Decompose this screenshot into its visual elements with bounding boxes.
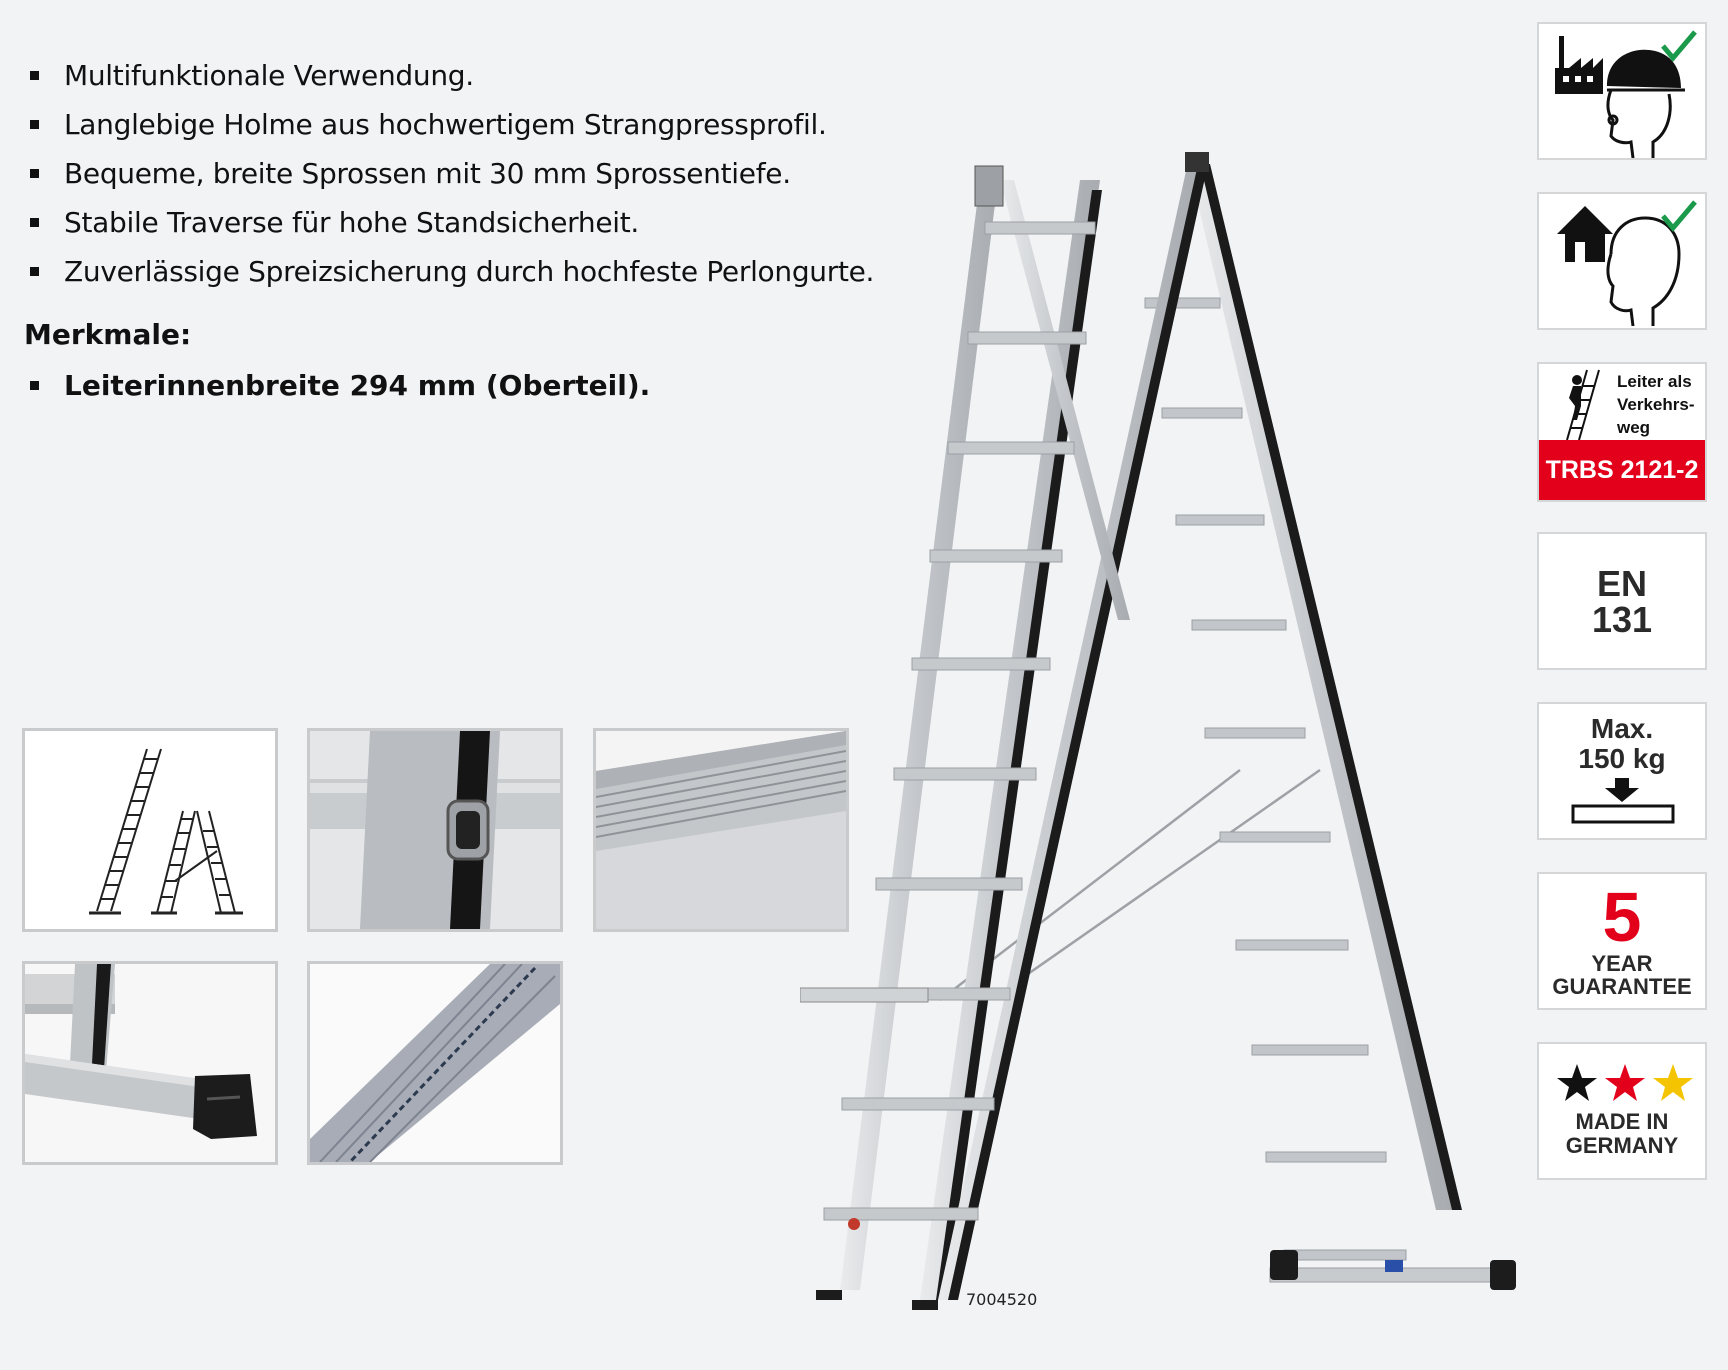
badge-home-use <box>1537 192 1707 330</box>
feature-item: Multifunktionale Verwendung. <box>26 56 874 105</box>
rung-connection-photo <box>310 731 560 929</box>
origin-line2: GERMANY <box>1565 1133 1679 1158</box>
thumb-foot-cap[interactable] <box>22 961 278 1165</box>
badge-made-in-germany: MADE IN GERMANY <box>1537 1042 1707 1180</box>
standard-line2: 131 <box>1591 599 1653 640</box>
industrial-use-check-icon <box>1555 30 1697 158</box>
badge-max-load: Max. 150 kg <box>1537 702 1707 840</box>
ladder-product-image <box>800 150 1520 1330</box>
feature-item: Bequeme, breite Sprossen mit 30 mm Spros… <box>26 154 874 203</box>
trbs-line3: weg <box>1617 418 1651 437</box>
trbs-line1: Leiter als <box>1617 372 1692 391</box>
ladder-drawing <box>800 152 1516 1310</box>
trbs-caption: Leiter als Verkehrs- weg <box>1617 370 1695 439</box>
badge-trbs: Leiter als Verkehrs- weg TRBS 2121-2 <box>1537 362 1707 502</box>
badge-industrial-use <box>1537 22 1707 160</box>
thumb-spreader-belt[interactable] <box>307 961 563 1165</box>
spreader-belt-photo <box>310 964 560 1162</box>
max-load-arrow-icon <box>1571 778 1675 824</box>
feature-item: Langlebige Holme aus hochwertigem Strang… <box>26 105 874 154</box>
standard-line1: EN <box>1596 563 1647 604</box>
thumb-rung-connection[interactable] <box>307 728 563 932</box>
article-number: 7004520 <box>966 1290 1038 1309</box>
merkmale-list: Leiterinnenbreite 294 mm (Oberteil). <box>26 366 650 406</box>
badge-en-131: EN 131 <box>1537 532 1707 670</box>
origin-line1: MADE IN <box>1575 1109 1669 1134</box>
merkmale-heading: Merkmale: <box>24 318 192 351</box>
trbs-line2: Verkehrs- <box>1617 395 1695 414</box>
feature-item: Stabile Traverse für hohe Standsicherhei… <box>26 203 874 252</box>
load-line2: 150 kg <box>1578 743 1666 774</box>
german-stars-icon <box>1557 1064 1693 1101</box>
rung-profile-photo <box>596 731 846 929</box>
merkmale-item: Leiterinnenbreite 294 mm (Oberteil). <box>26 366 650 406</box>
thumb-rung-profile[interactable] <box>593 728 849 932</box>
badge-guarantee: 5 YEAR GUARANTEE <box>1537 872 1707 1010</box>
feature-item: Zuverlässige Spreizsicherung durch hochf… <box>26 252 874 301</box>
guarantee-line2: GUARANTEE <box>1552 974 1692 999</box>
guarantee-number: 5 <box>1602 878 1642 956</box>
ladder-climber-icon <box>1566 369 1600 441</box>
guarantee-line1: YEAR <box>1591 951 1653 976</box>
feature-list: Multifunktionale Verwendung. Langlebige … <box>26 56 874 301</box>
load-line1: Max. <box>1590 713 1654 744</box>
home-use-check-icon <box>1557 200 1697 327</box>
thumb-ladder-configurations[interactable] <box>22 728 278 932</box>
foot-cap-photo <box>25 964 275 1162</box>
ladder-configurations-drawing <box>89 748 243 915</box>
trbs-code: TRBS 2121-2 <box>1539 440 1705 500</box>
